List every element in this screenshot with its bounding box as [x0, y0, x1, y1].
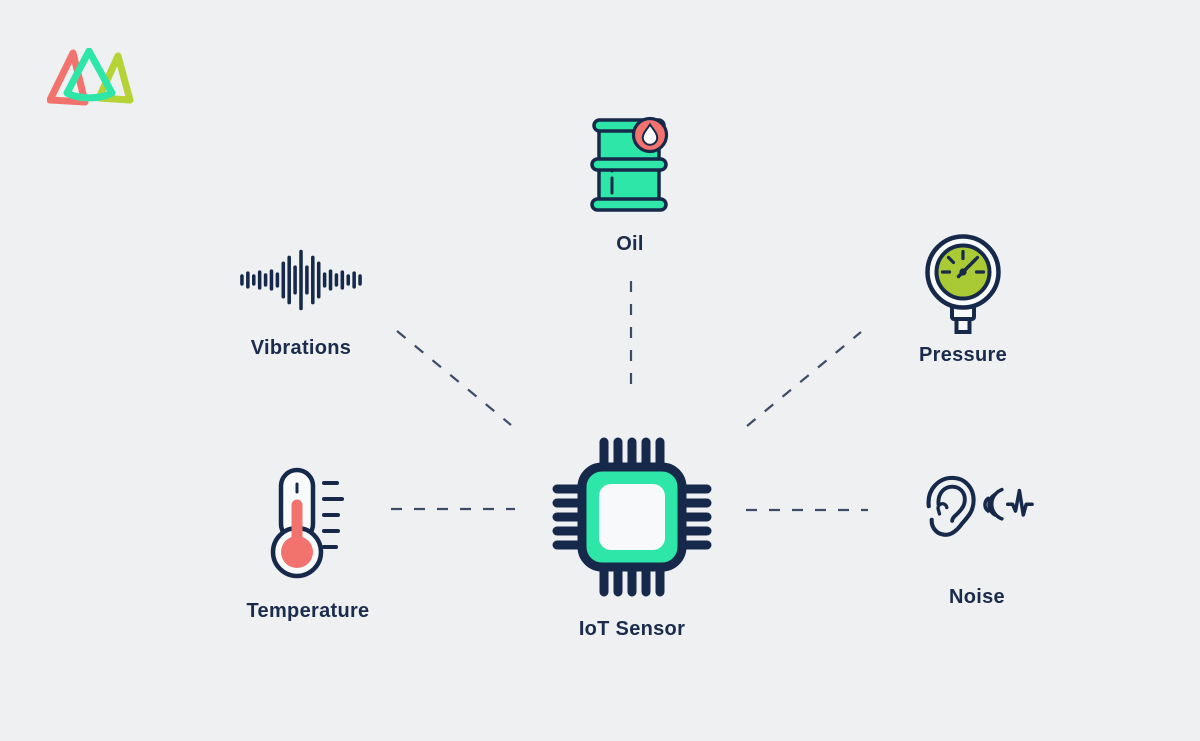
- ear-outline: [926, 475, 976, 537]
- ear-helix: [936, 484, 967, 523]
- connector-vibrations: [396, 330, 512, 426]
- oil-barrel-icon: [590, 116, 669, 212]
- drop-icon: [641, 122, 659, 146]
- sound-wave-arcs: [982, 487, 1004, 521]
- brand-logo: [47, 48, 134, 106]
- ear-tragus: [935, 502, 948, 516]
- temperature-label: Temperature: [246, 600, 370, 622]
- sound-pulse: [1005, 488, 1034, 517]
- ear-sound-icon: [926, 475, 1034, 537]
- connector-pressure: [746, 331, 862, 427]
- node-pressure: Pressure: [903, 232, 1023, 370]
- node-oil: Oil: [575, 112, 685, 259]
- oil-label: Oil: [616, 233, 644, 255]
- thermometer-scale-ticks: [322, 481, 344, 549]
- logo-mint-triangle: [63, 48, 116, 102]
- noise-label: Noise: [949, 586, 1005, 608]
- node-noise: Noise: [902, 472, 1052, 612]
- vibrations-label: Vibrations: [250, 337, 352, 359]
- node-vibrations: Vibrations: [231, 248, 371, 363]
- pressure-label: Pressure: [918, 344, 1007, 366]
- gauge-needle: [956, 257, 978, 279]
- thermometer-icon: [270, 467, 344, 579]
- oil-drop-badge: [631, 116, 669, 154]
- iot-sensor-label: IoT Sensor: [578, 618, 686, 640]
- pressure-gauge-icon: [925, 234, 1001, 334]
- node-iot-sensor: IoT Sensor: [547, 437, 717, 644]
- chip-icon: [552, 437, 712, 597]
- chip-pins: [552, 437, 712, 597]
- logo-lime-triangle: [95, 52, 134, 104]
- vibration-waveform-icon: [240, 249, 362, 311]
- node-temperature: Temperature: [233, 462, 383, 626]
